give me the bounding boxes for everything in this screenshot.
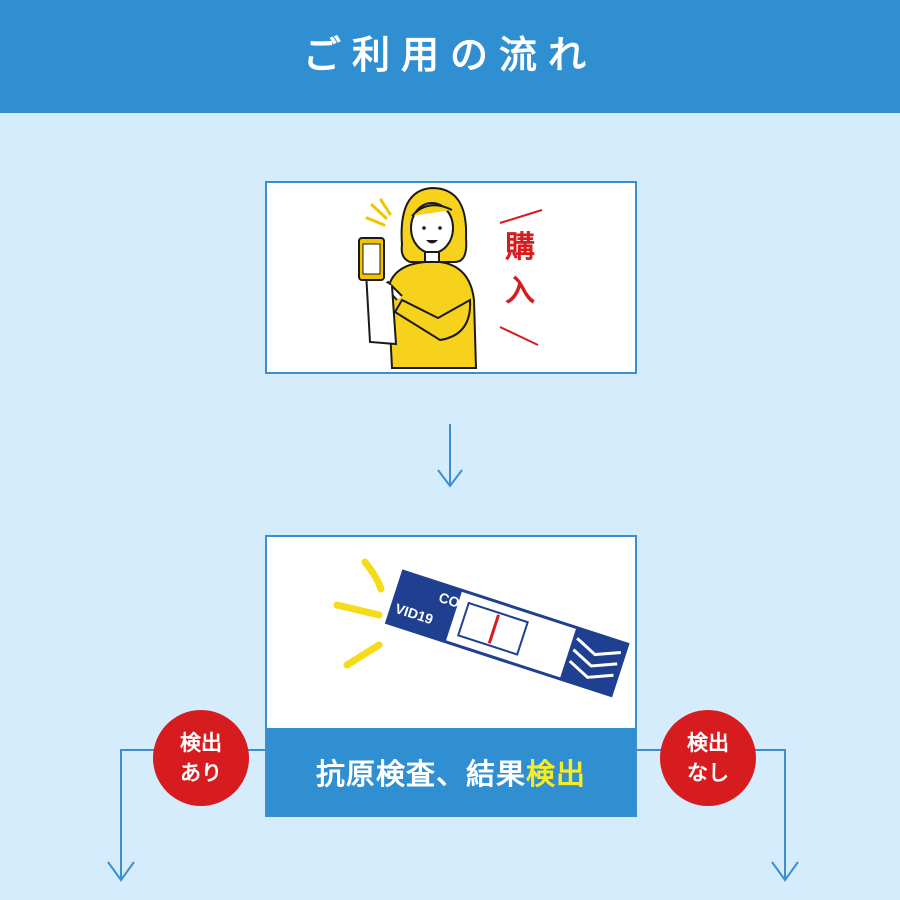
down-arrow-icon [437,424,463,488]
woman-illustration [358,186,478,369]
purchase-label: 購 入 [490,226,550,314]
negative-result-badge: 検出 なし [660,710,756,806]
positive-badge-line1: 検出 [180,731,222,755]
positive-badge-line2: あり [180,761,222,785]
result-highlight: 検出 [526,756,587,791]
negative-badge-line2: なし [687,761,729,785]
result-text: 抗原検査、結果検出 [316,751,586,793]
purchase-label-char1: 購 [505,230,535,265]
result-prefix: 抗原検査、結果 [315,756,526,791]
positive-result-badge: 検出 あり [153,710,249,806]
antigen-test-card: COV VID19 抗原検査、結果検出 [265,535,637,817]
test-strip-illustration: COV VID19 [333,558,630,698]
purchase-label-char2: 入 [505,274,535,309]
result-banner: 抗原検査、結果検出 [267,728,635,815]
header-bar: ご利用の流れ [0,0,900,113]
page-title: ご利用の流れ [302,33,597,77]
negative-badge-line1: 検出 [687,731,729,755]
